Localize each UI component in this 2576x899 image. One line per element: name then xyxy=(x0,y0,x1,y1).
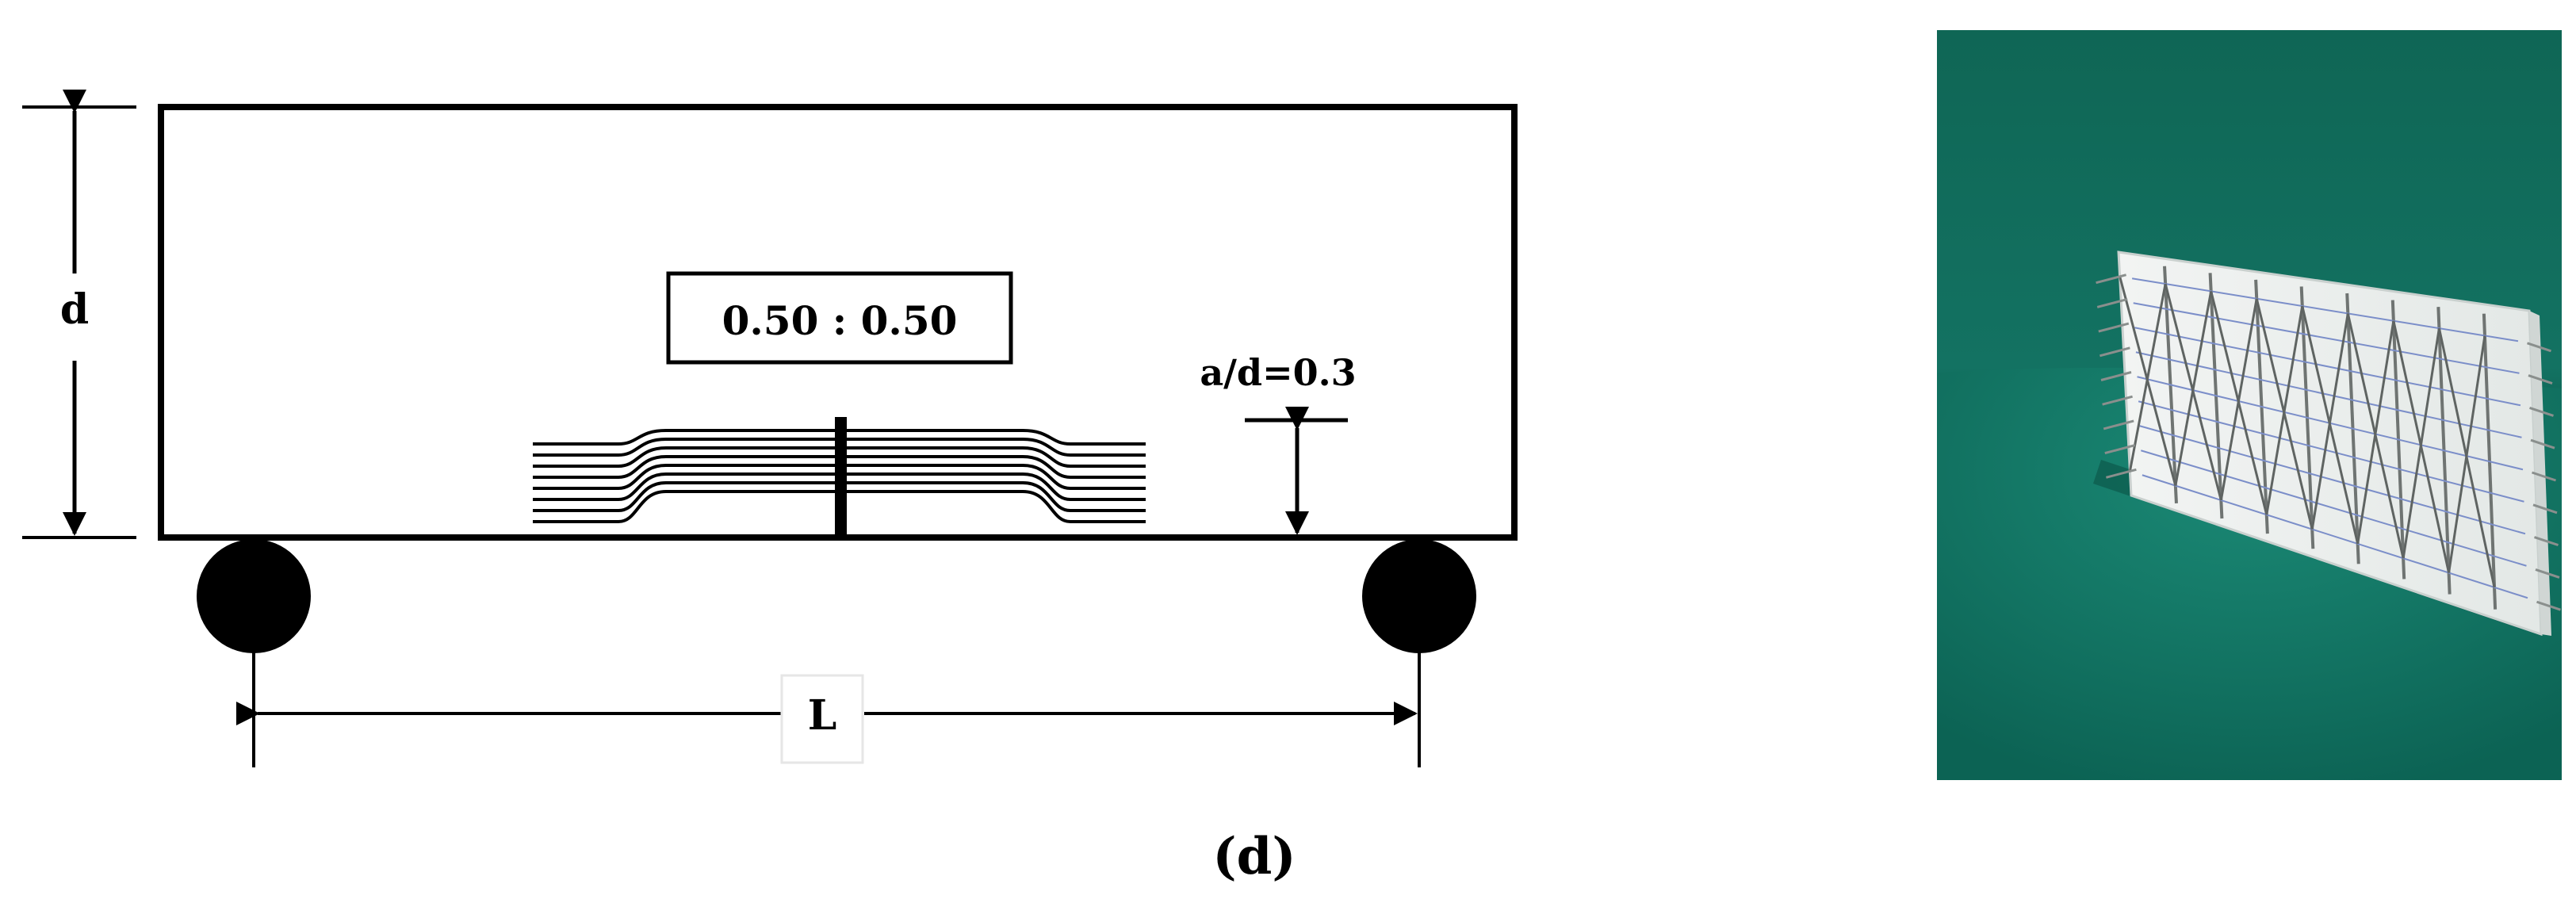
mesh-wire xyxy=(2106,468,2137,479)
panel-caption: (d) xyxy=(1212,827,1296,886)
mesh-wire xyxy=(2098,322,2130,333)
mesh-wire xyxy=(2448,335,2486,573)
mesh-wire xyxy=(2138,400,2524,503)
mesh-wire xyxy=(2174,291,2213,486)
notch-crack xyxy=(835,417,847,536)
mesh-wire xyxy=(2142,474,2528,599)
mesh-wire xyxy=(2530,438,2555,450)
mesh-wire xyxy=(2139,425,2526,535)
mesh-wire xyxy=(2133,302,2520,374)
mesh-wire xyxy=(2402,327,2440,559)
mesh-wire xyxy=(2096,274,2126,285)
mesh-wire xyxy=(2310,313,2349,530)
mesh-wire xyxy=(2536,600,2561,611)
mesh-wire xyxy=(2532,503,2558,515)
mesh-wire xyxy=(2135,351,2522,438)
mesh-wire xyxy=(2527,342,2551,353)
mesh-wire xyxy=(2265,305,2304,515)
span-dimension: L xyxy=(236,634,1421,767)
mesh-wire xyxy=(2104,444,2136,455)
mesh-wire xyxy=(2356,320,2395,545)
span-label: L xyxy=(808,691,837,740)
ratio-label-box: 0.50 : 0.50 xyxy=(666,271,1013,365)
mesh-wire xyxy=(2528,374,2553,385)
depth-dimension: d xyxy=(22,90,136,539)
left-support xyxy=(197,539,311,653)
mesh-wire xyxy=(2535,568,2560,579)
mesh-wire xyxy=(2128,283,2167,472)
mesh-wire xyxy=(2219,298,2258,501)
mesh-wire xyxy=(2099,346,2130,358)
mesh-wire xyxy=(2534,536,2559,547)
fiber-mesh-icon xyxy=(2096,266,2561,611)
specimen-photo xyxy=(1937,30,2562,780)
mesh-wire xyxy=(2529,406,2554,417)
crack-depth-label: a/d=0.3 xyxy=(1200,351,1356,394)
mesh-wire xyxy=(2103,419,2134,430)
crack-depth-dimension: a/d=0.3 xyxy=(1200,351,1357,535)
depth-label: d xyxy=(60,285,89,334)
mesh-wire xyxy=(2141,450,2527,567)
mesh-wire xyxy=(2096,297,2128,308)
right-support xyxy=(1362,539,1476,653)
mesh-wire xyxy=(2532,471,2556,482)
ratio-label: 0.50 : 0.50 xyxy=(722,297,958,344)
mesh-wire xyxy=(2100,371,2132,381)
mesh-wire xyxy=(2134,327,2521,407)
beam-outline xyxy=(158,104,1518,541)
mesh-wire xyxy=(2102,395,2133,406)
mesh-wire xyxy=(2131,277,2519,342)
